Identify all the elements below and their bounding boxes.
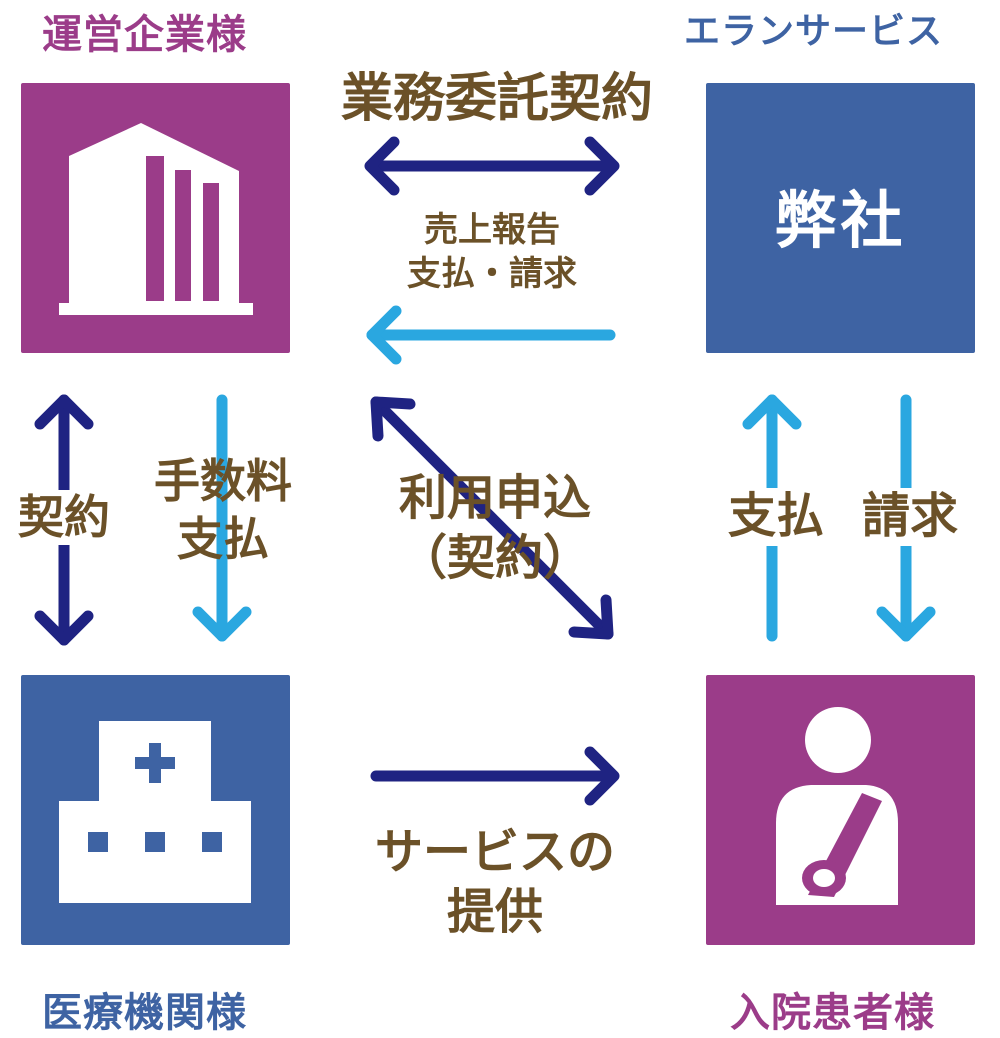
company-label: エランサービス bbox=[684, 11, 944, 52]
company-box-text: 弊社 bbox=[774, 184, 907, 257]
report-line2: 支払・請求 bbox=[407, 254, 577, 294]
fee-line2: 支払 bbox=[177, 512, 269, 566]
service-line2: 提供 bbox=[446, 884, 543, 940]
report-payment-arrow bbox=[366, 305, 616, 365]
service-provision-arrow bbox=[370, 746, 620, 806]
medical-label: 医療機関様 bbox=[42, 990, 247, 1036]
application-diagonal-arrow bbox=[370, 396, 614, 640]
application-line2: （契約） bbox=[398, 530, 591, 586]
office-building-icon bbox=[59, 123, 253, 315]
company-box: 弊社 bbox=[706, 83, 975, 353]
hospital-icon bbox=[59, 721, 251, 903]
left-contract-text: 契約 bbox=[4, 490, 124, 546]
contract-double-arrow bbox=[364, 136, 620, 196]
report-line1: 売上報告 bbox=[424, 210, 560, 250]
patient-bill-text: 請求 bbox=[850, 488, 970, 546]
application-line1: 利用申込 bbox=[398, 470, 591, 526]
patient-label: 入院患者様 bbox=[730, 990, 935, 1036]
patient-pay-text: 支払 bbox=[716, 488, 836, 546]
fee-line1: 手数料 bbox=[154, 454, 292, 508]
patient-arm-sling-icon bbox=[776, 707, 898, 905]
medical-box bbox=[21, 675, 290, 945]
operator-label: 運営企業様 bbox=[42, 12, 247, 58]
operator-box bbox=[21, 83, 290, 353]
patient-box bbox=[706, 675, 975, 945]
service-line1: サービスの bbox=[374, 824, 615, 880]
contract-title: 業務委託契約 bbox=[340, 69, 653, 129]
fee-payment-arrow bbox=[192, 394, 252, 642]
